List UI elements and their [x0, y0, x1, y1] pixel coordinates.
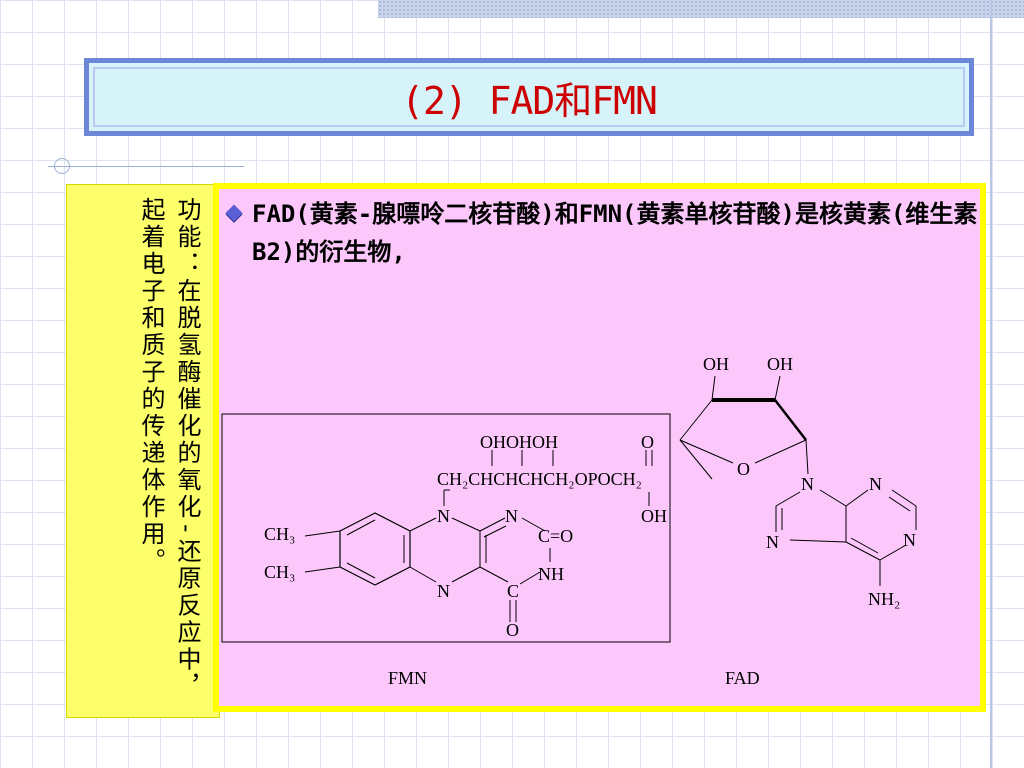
ring-bond — [521, 517, 546, 532]
adenine-bond — [879, 544, 907, 561]
ring-bond — [409, 517, 437, 532]
ribose-oh-right-label: OH — [767, 354, 793, 374]
adenine-nh2-label: NH₂ — [868, 589, 900, 609]
ribose-oh-bond — [774, 375, 781, 401]
methyl-bond — [304, 530, 341, 537]
title-box: (2) FAD和FMN — [84, 58, 974, 136]
ring-bond — [519, 571, 541, 585]
ring-bond — [479, 517, 506, 532]
ring-bond — [451, 517, 481, 532]
ribose-o-label: O — [737, 459, 750, 479]
fmn-caption: FMN — [388, 668, 427, 688]
adenine-n9-label: N — [801, 474, 814, 494]
flavin-n5-label: N — [437, 581, 450, 601]
adenine-bond — [819, 489, 847, 507]
phosphate-o-label: O — [641, 432, 654, 452]
decor-crosshair — [54, 158, 70, 174]
decor-vertical-line — [990, 0, 992, 768]
slide-title: (2) FAD和FMN — [401, 78, 658, 123]
methyl-bond — [304, 566, 341, 573]
ribose-oh-bond — [711, 375, 716, 401]
ring-bond — [409, 566, 437, 583]
adenine-bond — [891, 489, 917, 507]
main-paragraph: FAD(黄素-腺嘌呤二核苷酸)和FMN(黄素单核苷酸)是核黄素(维生素B2)的衍… — [252, 200, 978, 266]
ribose-bond-bold — [774, 399, 807, 441]
ring-bond — [479, 566, 509, 583]
ring-double-bond — [483, 525, 507, 538]
ribose-oh-left-label: OH — [703, 354, 729, 374]
flavin-n10-label: N — [437, 506, 450, 526]
ribose-bond — [679, 399, 713, 441]
adenine-bond — [845, 489, 869, 507]
ribitol-chain-label: CH₂CHCHCHCH₂OPOCH₂ — [437, 469, 642, 489]
side-note-text: 功能：在脱氢酶催化的氧化-还原反应中，起着电子和质子的传递体作用。 — [137, 197, 201, 701]
flavin-o-label: O — [506, 620, 519, 640]
adenine-double-bond — [850, 537, 879, 554]
flavin-n1-label: N — [505, 506, 518, 526]
main-content-box — [213, 183, 986, 712]
adenine-n-left-label: N — [766, 532, 779, 552]
adenine-double-bond — [888, 496, 911, 512]
adenine-n-top-label: N — [869, 474, 882, 494]
header-decoration-band — [378, 0, 1024, 18]
ribitol-oh-label: OHOHOH — [480, 432, 558, 452]
side-note-box: 功能：在脱氢酶催化的氧化-还原反应中，起着电子和质子的传递体作用。 — [66, 184, 220, 718]
methyl-top-label: CH₃ — [264, 524, 295, 544]
ribose-bond — [754, 439, 807, 464]
phosphate-oh-label: OH — [641, 506, 667, 526]
flavin-co-label: C=O — [538, 526, 573, 546]
benzene-double-bond — [346, 519, 376, 536]
fad-caption: FAD — [725, 668, 760, 688]
ribose-bond — [679, 439, 713, 480]
flavin-nh-label: NH — [538, 564, 564, 584]
methyl-bottom-label: CH₃ — [264, 562, 295, 582]
glycosidic-bond — [805, 439, 809, 475]
adenine-bond — [845, 541, 881, 561]
ribose-bond — [679, 439, 734, 464]
benzene-double-bond — [346, 562, 376, 579]
benzene-ring — [339, 512, 411, 586]
adenine-bond — [775, 491, 801, 507]
adenine-n-right-label: N — [903, 530, 916, 550]
adenine-bond — [789, 539, 847, 543]
fmn-box — [221, 413, 671, 643]
flavin-c-label: C — [507, 581, 519, 601]
ring-bond — [451, 566, 481, 583]
decor-horizontal-line — [48, 166, 244, 167]
